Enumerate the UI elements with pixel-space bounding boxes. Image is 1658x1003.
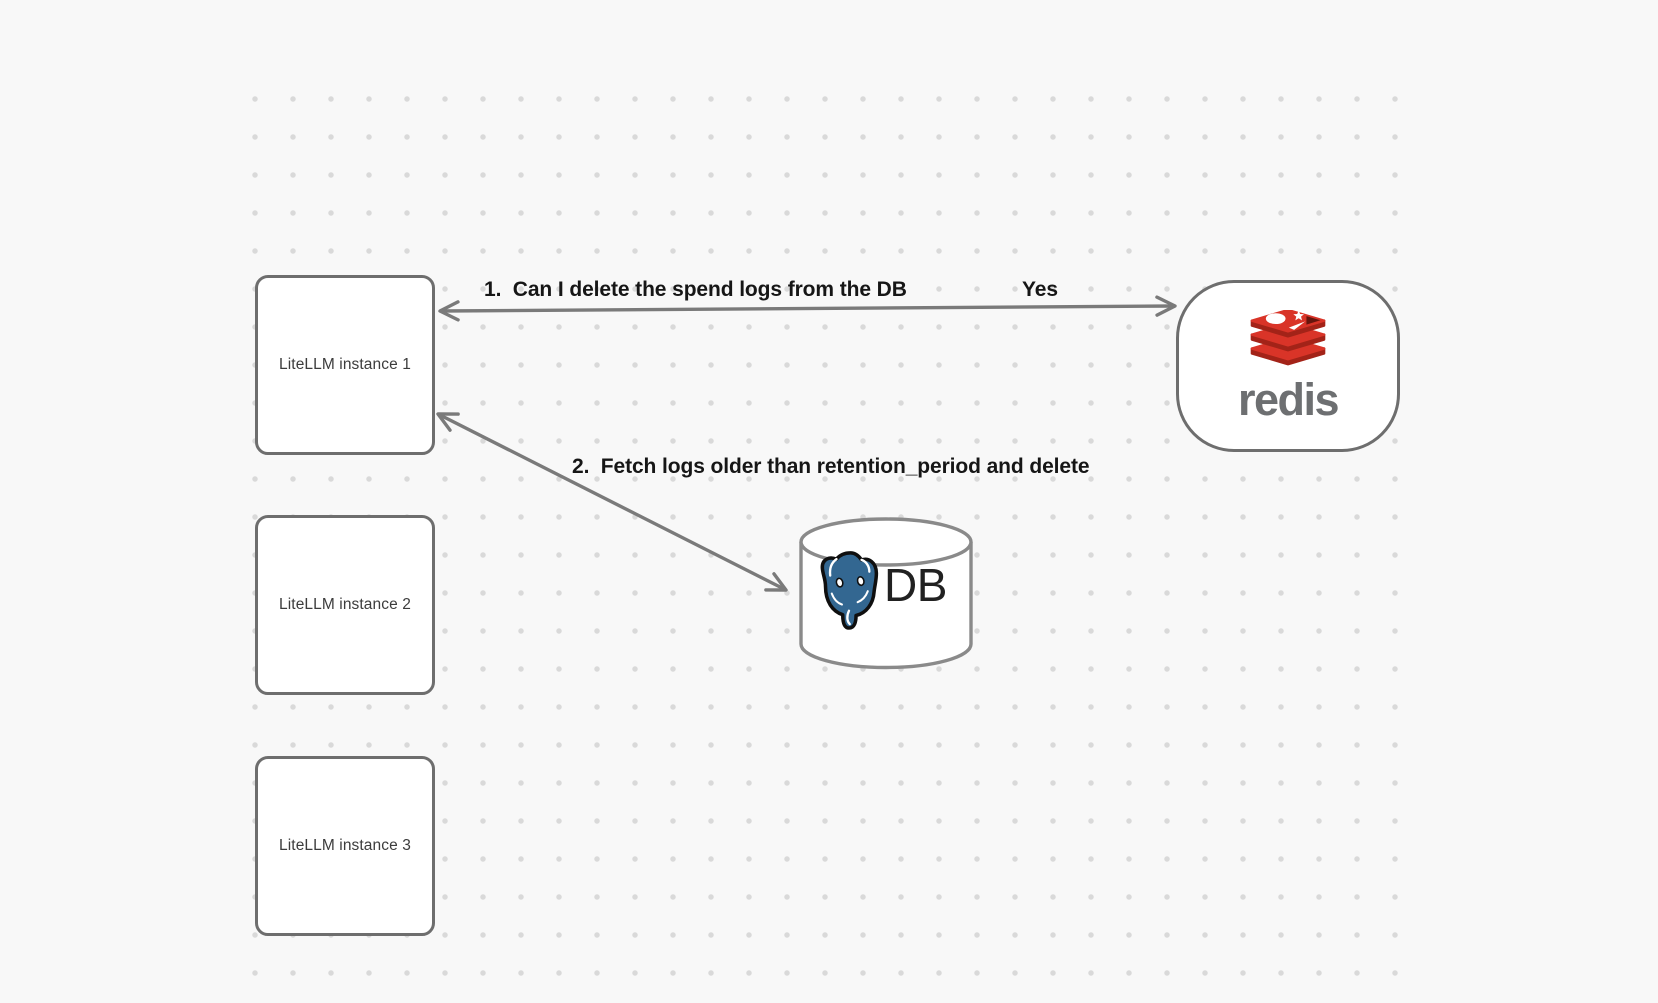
redis-wordmark: redis [1237, 374, 1340, 425]
node-litellm-instance-2[interactable]: LiteLLM instance 2 [255, 515, 435, 695]
annotation-step1[interactable]: 1. Can I delete the spend logs from the … [484, 278, 907, 301]
postgresql-elephant-icon [820, 551, 879, 630]
node-label: LiteLLM instance 3 [279, 837, 411, 854]
node-litellm-instance-1[interactable]: LiteLLM instance 1 [255, 275, 435, 455]
node-database[interactable]: DB [798, 516, 974, 672]
node-label: LiteLLM instance 1 [279, 356, 411, 373]
node-litellm-instance-3[interactable]: LiteLLM instance 3 [255, 756, 435, 936]
annotation-step1-answer[interactable]: Yes [1022, 278, 1058, 301]
db-label: DB [884, 559, 947, 611]
node-label: LiteLLM instance 2 [279, 596, 411, 613]
node-redis[interactable]: redis [1176, 280, 1400, 452]
annotation-step2[interactable]: 2. Fetch logs older than retention_perio… [572, 455, 1090, 478]
redis-logo-icon [1250, 310, 1326, 366]
